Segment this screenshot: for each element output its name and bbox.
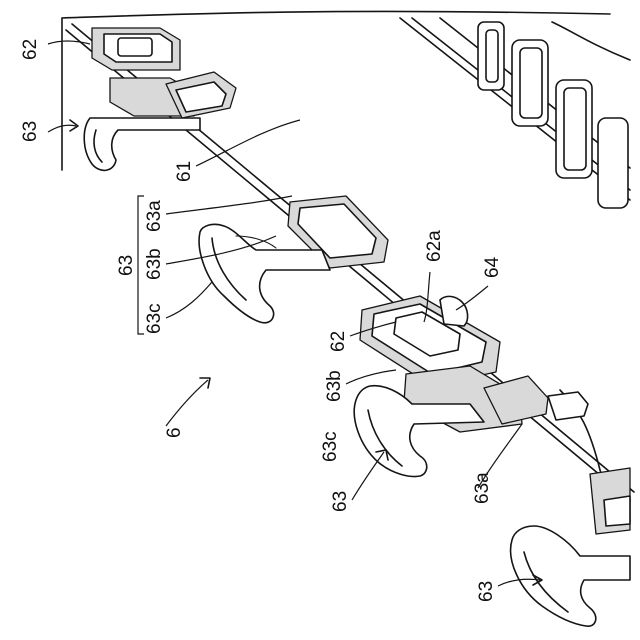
label-63-lower: 63 [330, 491, 351, 512]
label-64: 64 [482, 256, 503, 278]
hook-63-top [84, 72, 236, 170]
label-61: 61 [174, 161, 195, 182]
rib-grid [400, 18, 630, 208]
hook-63-bottom [511, 468, 630, 626]
label-63b-left: 63b [144, 248, 165, 280]
hook-62-top [92, 28, 180, 70]
hook-63-middle [199, 196, 388, 323]
label-63b-right: 63b [324, 370, 345, 402]
label-62-top: 62 [20, 39, 41, 60]
label-63c-left: 63c [144, 303, 165, 334]
label-63-group: 63 [116, 255, 137, 276]
label-63-bottom: 63 [476, 581, 497, 602]
label-63a-left: 63a [144, 200, 165, 232]
label-63c-right: 63c [320, 431, 341, 462]
label-6: 6 [164, 427, 185, 438]
label-63-top: 63 [20, 121, 41, 142]
label-63a-right: 63a [472, 472, 493, 504]
label-62-middle: 62 [328, 331, 349, 352]
label-62a: 62a [424, 230, 445, 262]
hook-63-lower-middle [354, 366, 588, 476]
